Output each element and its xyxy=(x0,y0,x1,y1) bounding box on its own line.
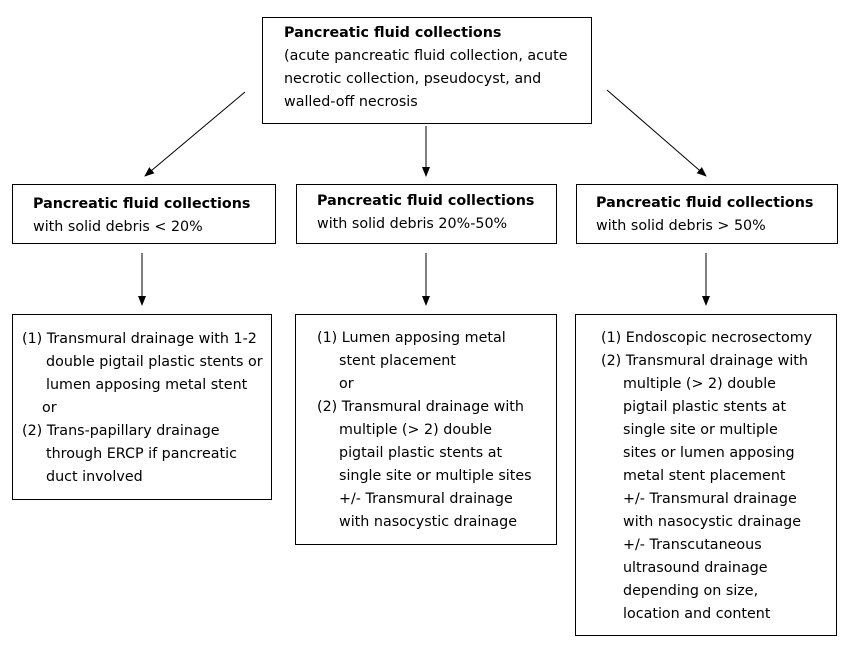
treatment-line: or xyxy=(42,400,57,416)
treatment-line: ultrasound drainage xyxy=(623,560,768,576)
category-subtitle: with solid debris 20%-50% xyxy=(317,216,508,232)
treatment-line: single site or multiple xyxy=(623,422,778,438)
treatment-line: with nasocystic drainage xyxy=(623,514,802,530)
treatment-line: depending on size, xyxy=(623,583,759,599)
category-box-mid-debris: Pancreatic fluid collections with solid … xyxy=(296,184,557,244)
treatment-line: with nasocystic drainage xyxy=(339,514,518,530)
category-subtitle: with solid debris > 50% xyxy=(596,218,766,234)
treatment-line: metal stent placement xyxy=(623,468,786,484)
arrow-root-to-left xyxy=(144,91,246,177)
category-box-high-debris: Pancreatic fluid collections with solid … xyxy=(576,184,838,244)
root-line: (acute pancreatic fluid collection, acut… xyxy=(284,48,568,64)
treatment-line: pigtail plastic stents at xyxy=(339,445,503,461)
treatment-line: location and content xyxy=(623,606,771,622)
treatment-box-high-debris: (1) Endoscopic necrosectomy (2) Transmur… xyxy=(575,314,837,636)
root-line: walled-off necrosis xyxy=(284,94,418,110)
treatment-line: (2) Transmural drainage with xyxy=(317,399,524,415)
treatment-line: pigtail plastic stents at xyxy=(623,399,787,415)
treatment-box-mid-debris: (1) Lumen apposing metal stent placement… xyxy=(295,314,557,545)
root-line: necrotic collection, pseudocyst, and xyxy=(284,71,542,87)
root-title: Pancreatic fluid collections xyxy=(284,25,502,41)
treatment-line: lumen apposing metal stent xyxy=(46,377,248,393)
category-title: Pancreatic fluid collections xyxy=(33,196,251,212)
arrow-root-to-right xyxy=(606,89,707,177)
treatment-line: (1) Endoscopic necrosectomy xyxy=(601,330,813,346)
treatment-line: single site or multiple sites xyxy=(339,468,532,484)
category-title: Pancreatic fluid collections xyxy=(596,195,814,211)
treatment-line: or xyxy=(339,376,354,392)
treatment-line: sites or lumen apposing xyxy=(623,445,795,461)
treatment-line: +/- Transmural drainage xyxy=(339,491,513,507)
root-box: Pancreatic fluid collections (acute panc… xyxy=(262,17,592,124)
treatment-line: +/- Transmural drainage xyxy=(623,491,797,507)
treatment-line: (2) Transmural drainage with xyxy=(601,353,808,369)
treatment-line: stent placement xyxy=(339,353,456,369)
treatment-line: double pigtail plastic stents or xyxy=(46,354,263,370)
category-subtitle: with solid debris < 20% xyxy=(33,219,203,235)
category-box-low-debris: Pancreatic fluid collections with solid … xyxy=(12,184,276,244)
treatment-line: duct involved xyxy=(46,469,143,485)
treatment-box-low-debris: (1) Transmural drainage with 1-2 double … xyxy=(12,314,272,500)
treatment-line: +/- Transcutaneous xyxy=(623,537,762,553)
treatment-line: multiple (> 2) double xyxy=(339,422,492,438)
treatment-line: through ERCP if pancreatic xyxy=(46,446,237,462)
treatment-line: (1) Lumen apposing metal xyxy=(317,330,506,346)
treatment-line: (1) Transmural drainage with 1-2 xyxy=(22,331,257,347)
treatment-line: (2) Trans-papillary drainage xyxy=(22,423,220,439)
treatment-line: multiple (> 2) double xyxy=(623,376,776,392)
category-title: Pancreatic fluid collections xyxy=(317,193,535,209)
